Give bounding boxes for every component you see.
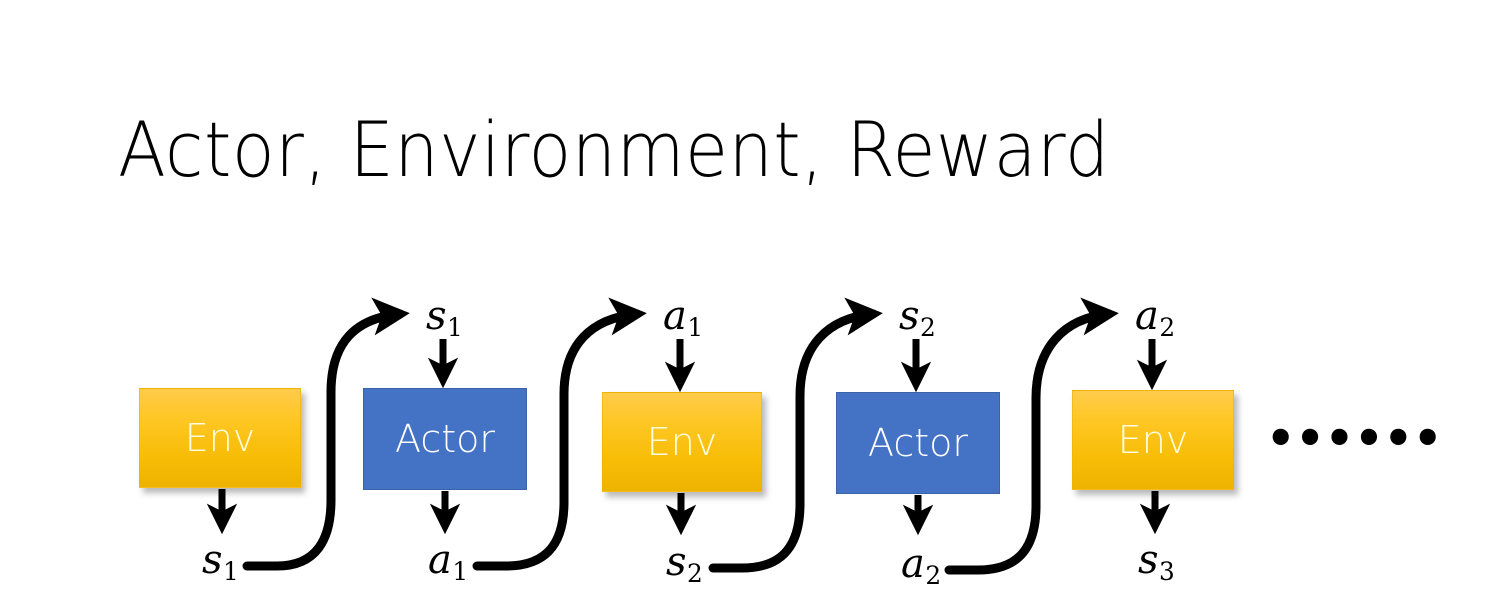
label-action-a1-bottom: a1 xyxy=(428,537,468,584)
curve-a1-to-a1-top xyxy=(472,297,647,571)
node-label: Actor xyxy=(395,417,495,461)
node-actor-1[interactable]: Actor xyxy=(363,388,527,490)
node-env-1[interactable]: Env xyxy=(139,388,301,488)
node-label: Env xyxy=(1117,418,1189,462)
label-state-s2-bottom: s2 xyxy=(666,539,703,586)
label-base: s xyxy=(1138,537,1159,583)
node-label: Env xyxy=(184,416,256,460)
label-subscript: 2 xyxy=(920,313,936,343)
label-state-s1-bottom: s1 xyxy=(202,537,239,584)
label-subscript: 2 xyxy=(687,559,703,589)
sequence-continues-ellipsis: •••••• xyxy=(1266,411,1443,465)
label-base: s xyxy=(202,537,223,583)
node-env-3[interactable]: Env xyxy=(1072,390,1234,490)
node-label: Actor xyxy=(868,421,968,465)
label-subscript: 1 xyxy=(452,557,469,587)
curve-a2-to-a2-top xyxy=(944,297,1119,575)
label-action-a1-top: a1 xyxy=(663,293,703,340)
label-subscript: 1 xyxy=(447,313,463,343)
node-env-2[interactable]: Env xyxy=(602,392,762,492)
curve-s2-to-s2-top xyxy=(708,297,883,573)
label-subscript: 1 xyxy=(223,557,239,587)
label-base: s xyxy=(899,293,920,339)
label-subscript: 2 xyxy=(925,561,942,591)
label-base: s xyxy=(666,539,687,585)
node-label: Env xyxy=(646,420,718,464)
label-base: a xyxy=(1135,293,1159,339)
label-base: a xyxy=(663,293,687,339)
curve-s1-to-s1-top xyxy=(242,297,410,571)
label-action-a2-bottom: a2 xyxy=(901,541,941,588)
node-actor-2[interactable]: Actor xyxy=(836,392,1000,494)
label-base: s xyxy=(426,293,447,339)
label-base: a xyxy=(901,541,925,587)
label-state-s1-top: s1 xyxy=(426,293,463,340)
label-subscript: 1 xyxy=(687,313,704,343)
label-state-s3-bottom: s3 xyxy=(1138,537,1175,584)
label-subscript: 2 xyxy=(1159,313,1176,343)
label-action-a2-top: a2 xyxy=(1135,293,1175,340)
page-title: Actor, Environment, Reward xyxy=(118,105,1110,194)
label-subscript: 3 xyxy=(1159,557,1175,587)
label-state-s2-top: s2 xyxy=(899,293,936,340)
label-base: a xyxy=(428,537,452,583)
